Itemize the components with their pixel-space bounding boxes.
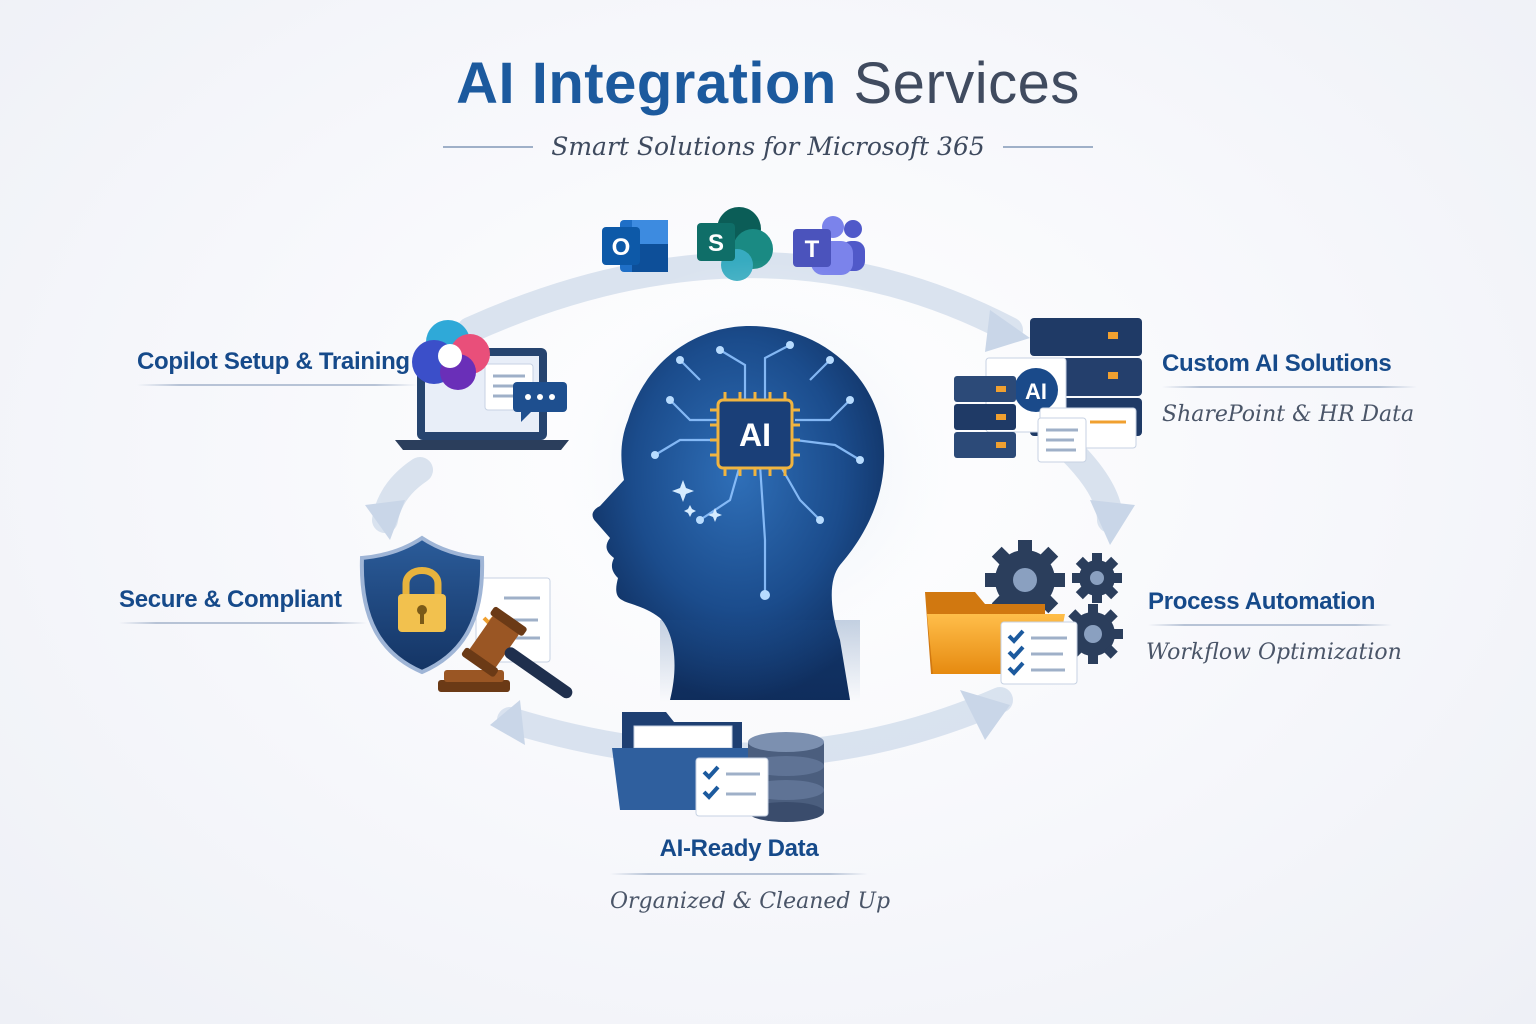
service-ai-ready-data-rule: [610, 873, 868, 875]
teams-letter: T: [805, 236, 820, 263]
lock-icon: [402, 567, 442, 596]
service-secure-title: Secure & Compliant: [119, 586, 342, 613]
server-chip-label: AI: [1025, 379, 1047, 404]
arrowhead-bottom-right: [960, 690, 1010, 740]
service-custom-ai-subtitle: SharePoint & HR Data: [1162, 402, 1415, 427]
service-copilot: Copilot Setup & Training: [137, 348, 417, 386]
service-custom-ai: Custom AI Solutions SharePoint & HR Data: [1162, 350, 1417, 427]
service-process-automation-subtitle: Workflow Optimization: [1146, 640, 1402, 665]
page-title: AI Integration Services: [0, 50, 1536, 117]
outlook-icon: O: [602, 220, 668, 272]
service-ai-ready-data-subtitle: Organized & Cleaned Up: [610, 889, 891, 914]
title-primary: AI Integration: [456, 51, 837, 116]
neck-fade: [660, 620, 860, 702]
server-stack-icon: AI: [954, 318, 1142, 463]
service-process-automation: Process Automation Workflow Optimization: [1146, 588, 1402, 665]
security-shield-icon: [359, 535, 573, 699]
ai-chip: AI: [710, 392, 800, 476]
sparkles: [672, 480, 722, 522]
data-checklist: [695, 757, 769, 817]
arrowhead-top-right: [985, 310, 1030, 352]
service-process-automation-title: Process Automation: [1148, 588, 1376, 615]
subtitle-rule-right: [1002, 145, 1093, 148]
title-secondary: Services: [853, 51, 1080, 116]
page-subtitle: Smart Solutions for Microsoft 365: [551, 132, 985, 161]
outlook-letter: O: [612, 234, 631, 261]
sharepoint-letter: S: [708, 230, 724, 257]
subtitle-row: Smart Solutions for Microsoft 365: [0, 132, 1536, 161]
service-custom-ai-title: Custom AI Solutions: [1162, 350, 1392, 377]
flow-arrowheads: [365, 310, 1135, 745]
service-copilot-rule: [137, 384, 417, 386]
arrowhead-left: [365, 500, 405, 540]
service-custom-ai-rule: [1162, 386, 1417, 388]
ai-head-graphic: AI: [530, 260, 990, 702]
teams-icon: T: [793, 216, 865, 275]
service-secure: Secure & Compliant: [119, 586, 367, 624]
service-secure-rule: [119, 622, 367, 624]
service-process-automation-rule: [1148, 624, 1392, 626]
chip-label: AI: [739, 417, 771, 453]
data-folder-icon: [612, 712, 824, 822]
circuit-traces: [654, 344, 861, 595]
arrowhead-bottom-left: [490, 700, 525, 745]
service-copilot-title: Copilot Setup & Training: [137, 348, 410, 375]
arrowhead-right: [1090, 500, 1135, 545]
service-ai-ready-data-title: AI-Ready Data: [659, 835, 819, 862]
copilot-logo-icon: [412, 320, 490, 390]
subtitle-rule-left: [443, 145, 534, 148]
service-ai-ready-data: AI-Ready Data Organized & Cleaned Up: [610, 835, 891, 914]
circuit-nodes: [651, 341, 864, 600]
gavel-icon: [438, 606, 573, 699]
